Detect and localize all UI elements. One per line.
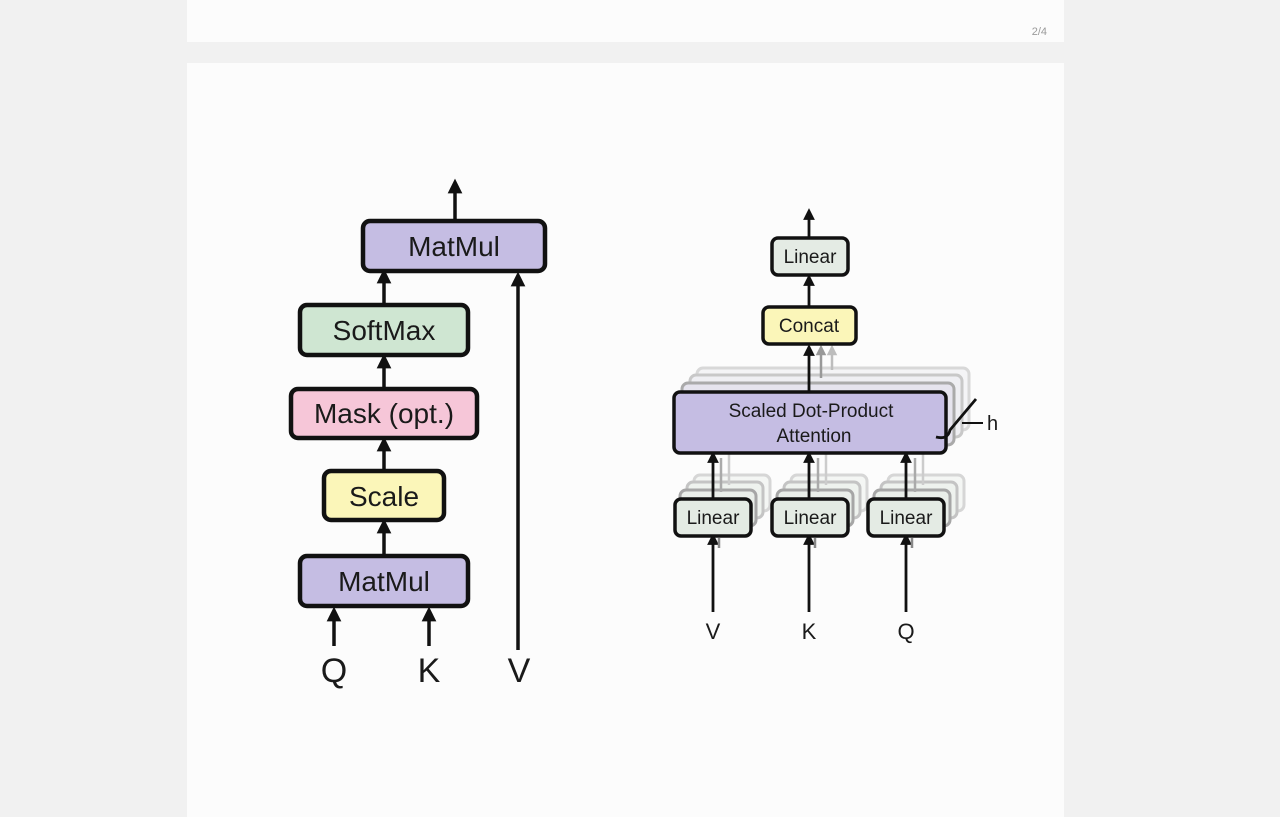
mask-label: Mask (opt.): [314, 398, 454, 429]
linear-output-box: [770, 236, 850, 277]
concat-label: Concat: [779, 316, 840, 337]
input-q-label: Q: [321, 652, 347, 690]
concat-box: [761, 305, 858, 346]
mask-box: [288, 386, 480, 441]
multi-head-attention-diagram: Linear Concat Scaled Dot-Product Attenti…: [672, 208, 998, 644]
matmul-top-box: [360, 218, 548, 274]
linear-v-box: [673, 497, 753, 538]
linear-q-label: Linear: [880, 508, 933, 529]
softmax-box: [297, 302, 471, 358]
scale-box: [321, 468, 447, 523]
mh-input-q-label: Q: [897, 619, 914, 644]
softmax-label: SoftMax: [333, 315, 436, 346]
linear-output-label: Linear: [784, 247, 837, 268]
matmul-top-label: MatMul: [408, 231, 500, 262]
input-k-label: K: [418, 652, 441, 690]
heads-label: h: [987, 413, 998, 435]
linear-k-label: Linear: [784, 508, 837, 529]
mh-input-k-label: K: [802, 619, 817, 644]
mh-input-v-label: V: [706, 619, 721, 644]
attention-box: [672, 390, 948, 455]
input-v-label: V: [508, 652, 531, 690]
page-indicator: 2/4: [1031, 26, 1047, 38]
matmul-bottom-label: MatMul: [338, 566, 430, 597]
scaled-dot-product-diagram: MatMul SoftMax Mask (opt.) Scale MatMul …: [288, 178, 548, 690]
attention-label-line2: Attention: [777, 426, 852, 447]
matmul-bottom-box: [297, 553, 471, 609]
linear-v-label: Linear: [687, 508, 740, 529]
attention-label-line1: Scaled Dot-Product: [729, 401, 894, 422]
previous-page: [187, 0, 1064, 42]
linear-q-box: [866, 497, 946, 538]
linear-k-box: [770, 497, 850, 538]
scale-label: Scale: [349, 481, 419, 512]
heads-brace: [935, 398, 978, 440]
